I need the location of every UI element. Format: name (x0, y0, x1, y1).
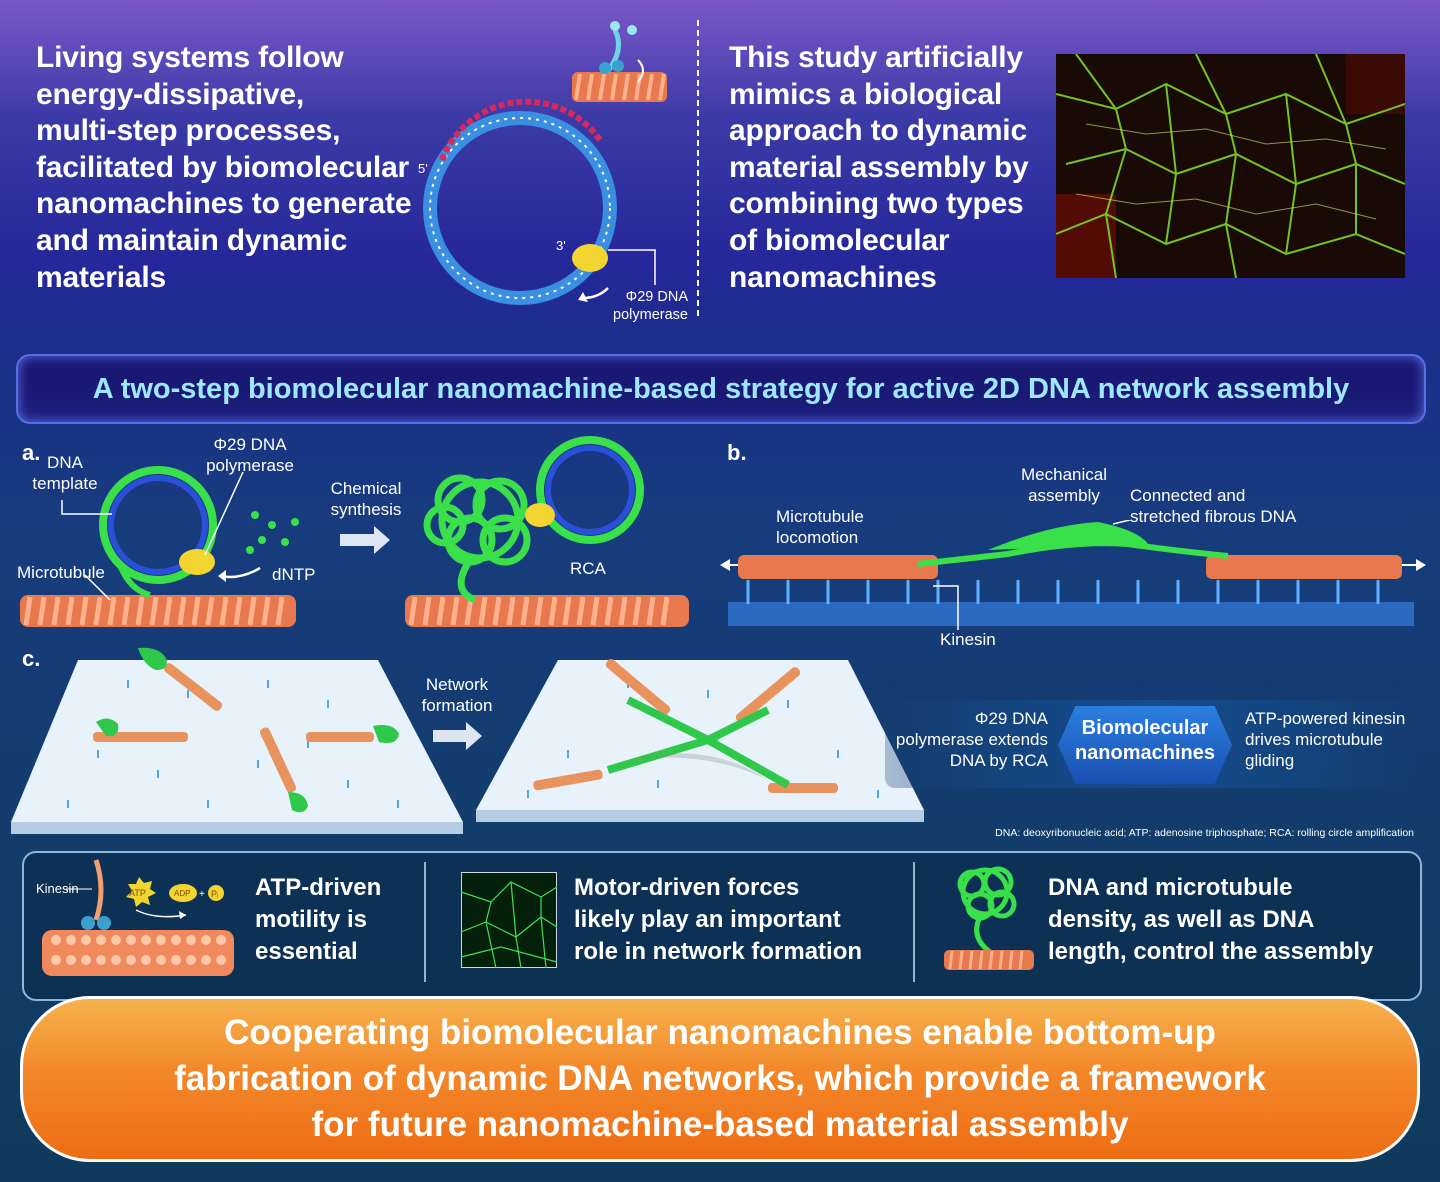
findings-divider-2 (913, 862, 915, 982)
network-dna (606, 696, 790, 789)
arrow-c (433, 722, 482, 750)
svg-text:ATP: ATP (129, 888, 146, 898)
atp-kinesin-illustration: ATP ADP + Pᵢ (42, 859, 234, 976)
microtubule-b1 (738, 555, 938, 579)
microtubule-a2 (405, 595, 689, 627)
template-ring (99, 466, 217, 584)
kinesin-row (746, 580, 1380, 604)
fibrous-network-thumbnail (461, 872, 557, 968)
label-5prime: 5' (418, 161, 428, 176)
microtubules-c-left (93, 663, 374, 793)
panel-a-illustration (20, 436, 689, 635)
svg-text:+: + (199, 889, 205, 900)
panel-c-letter: c. (22, 646, 41, 671)
intro-divider (697, 20, 699, 316)
microtubule-a1 (20, 595, 296, 627)
dna-density-illustration (944, 866, 1034, 970)
strategy-banner: A two-step biomolecular nanomachine-base… (16, 354, 1426, 424)
findings-divider-1 (424, 862, 426, 982)
dntp-label: dNTP (272, 565, 316, 584)
footnote: DNA: deoxyribonucleic acid; ATP: adenosi… (995, 827, 1414, 839)
conclusion-line-1: Cooperating biomolecular nanomachines en… (224, 1013, 1216, 1052)
conclusion-box: Cooperating biomolecular nanomachines en… (20, 996, 1420, 1162)
findings-panel (22, 851, 1422, 1001)
rca-label: RCA (570, 559, 606, 578)
conclusion-line-3: for future nanomachine-based material as… (311, 1105, 1129, 1144)
panel-c-illustration (11, 647, 924, 834)
kinesin-label-b: Kinesin (940, 630, 996, 649)
microscopy-network-image (1056, 54, 1405, 278)
kinesin-icon (599, 21, 644, 83)
atp-starburst (126, 877, 156, 907)
panel-a-letter: a. (22, 440, 41, 465)
small-microtubule (572, 72, 667, 102)
dntp-dots (246, 511, 299, 554)
polymerase-blob (572, 244, 608, 272)
nanomachines-hex (1058, 706, 1232, 784)
glass-surface (728, 602, 1414, 626)
dna-ring-illustration: 5' 3' (418, 21, 667, 305)
svg-text:Pᵢ: Pᵢ (211, 889, 218, 899)
conclusion-line-2: fabrication of dynamic DNA networks, whi… (174, 1059, 1266, 1098)
arrow-a (340, 526, 390, 554)
microtubule-b2 (1206, 555, 1402, 579)
panel-b-letter: b. (727, 440, 747, 465)
findings-kinesin-label: Kinesin (36, 881, 79, 896)
label-3prime: 3' (556, 238, 566, 253)
microtubules-c-right (533, 659, 838, 793)
dna-red-strand (439, 98, 603, 162)
banner-title: A two-step biomolecular nanomachine-base… (92, 372, 1350, 405)
panel-b-illustration (720, 520, 1426, 630)
microtubule-label-a: Microtubule (17, 563, 105, 582)
surface-left (11, 660, 463, 822)
rca-blob (423, 474, 531, 604)
svg-text:ADP: ADP (174, 889, 190, 898)
